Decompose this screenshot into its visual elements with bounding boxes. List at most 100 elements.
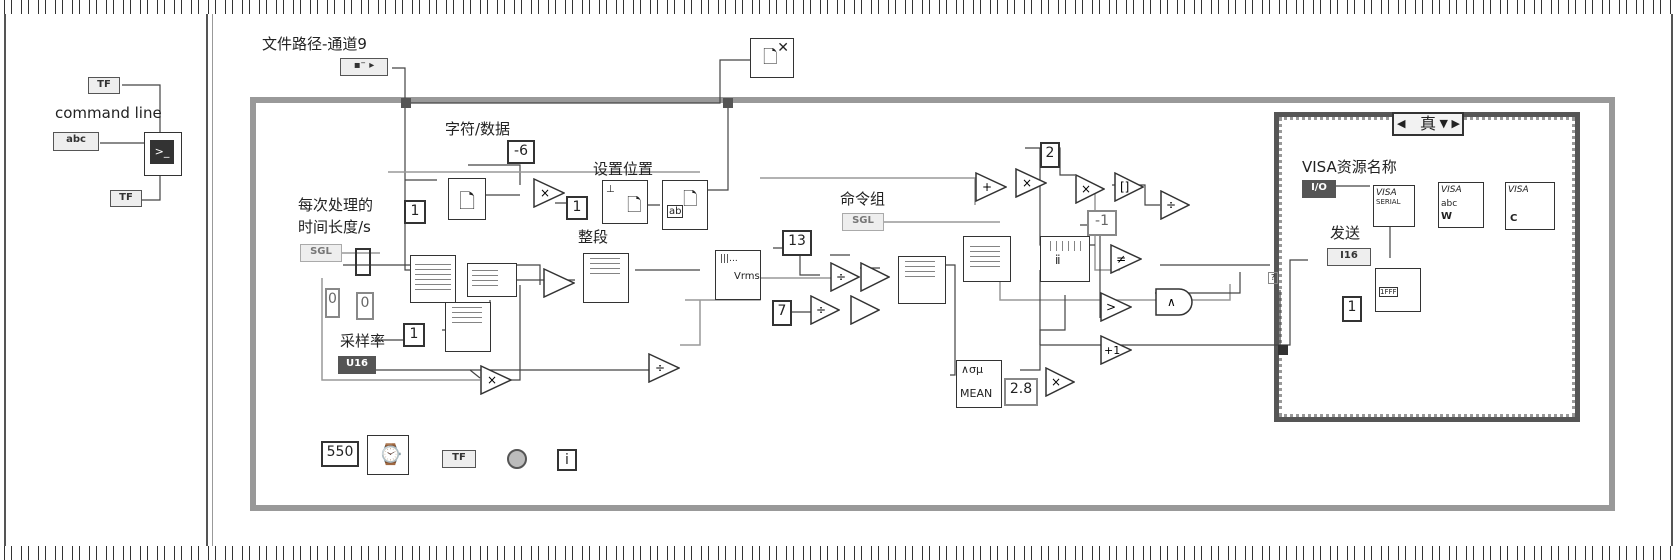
- case-next-icon[interactable]: ▶: [1451, 117, 1460, 130]
- const-550[interactable]: 550: [321, 441, 359, 467]
- visa-write-node[interactable]: VISA abc W: [1438, 182, 1484, 228]
- set-file-position-node[interactable]: ⊥ 🗋: [602, 180, 648, 224]
- const-13[interactable]: 13: [782, 230, 812, 256]
- const-0a[interactable]: 0: [325, 288, 340, 318]
- const-1d[interactable]: 1: [1342, 296, 1362, 322]
- const-neg6[interactable]: -6: [507, 140, 535, 164]
- sgl-terminal-1[interactable]: SGL: [300, 244, 342, 262]
- search-array-node[interactable]: ⅱ: [1040, 236, 1090, 282]
- mean-node[interactable]: ∧σμ MEAN: [956, 360, 1002, 408]
- top-border-strip: [0, 0, 1677, 14]
- multiply-node-5[interactable]: ×: [1075, 173, 1106, 208]
- const-2[interactable]: 2: [1040, 142, 1060, 168]
- i16-terminal[interactable]: I16: [1327, 248, 1371, 266]
- vrms-node[interactable]: |||... Vrms: [715, 250, 761, 300]
- frame-left: [4, 14, 6, 546]
- close-file-node[interactable]: 🗋 ✕: [750, 38, 794, 78]
- u16-terminal[interactable]: U16: [338, 356, 376, 374]
- and-node[interactable]: ∧: [1155, 288, 1195, 320]
- frame-right: [1671, 14, 1673, 546]
- multiply-node-4[interactable]: ×: [1015, 167, 1048, 202]
- system-exec-node[interactable]: >_: [144, 132, 182, 176]
- increment-node[interactable]: +1: [1100, 334, 1133, 369]
- array-reshape-node[interactable]: [410, 255, 456, 303]
- loop-iteration-terminal: i: [557, 449, 577, 471]
- const-neg1[interactable]: -1: [1087, 210, 1117, 236]
- visa-serial-node[interactable]: VISA SERIAL: [1373, 185, 1415, 227]
- array-build-node[interactable]: [963, 236, 1011, 282]
- char-data-label: 字符/数据: [445, 120, 511, 138]
- build-array-node[interactable]: 1FFF: [1375, 268, 1421, 312]
- divide-node-1[interactable]: ÷: [648, 352, 681, 387]
- multiply-node-2[interactable]: ×: [480, 364, 513, 399]
- multiply-node-3[interactable]: ×: [1045, 366, 1076, 401]
- tunnel-left: [401, 98, 411, 108]
- case-prev-icon[interactable]: ◀: [1397, 117, 1406, 130]
- numeric-indicator: [355, 248, 371, 276]
- new-file-node[interactable]: 🗋: [448, 178, 486, 220]
- while-loop[interactable]: [250, 97, 1615, 511]
- svg-text:∧: ∧: [1167, 295, 1176, 309]
- sample-rate-label: 采样率: [340, 332, 386, 350]
- file-path-terminal[interactable]: ▪⁻ ▸: [340, 58, 388, 76]
- multiply-node-1[interactable]: ×: [533, 177, 566, 212]
- round-node-1[interactable]: [860, 261, 891, 296]
- case-selector[interactable]: ◀ 真 ▼ ▶: [1392, 112, 1464, 136]
- index-array-node-2[interactable]: [445, 302, 491, 352]
- const-1c[interactable]: 1: [403, 323, 425, 347]
- const-1a[interactable]: 1: [404, 200, 426, 224]
- const-1b[interactable]: 1: [566, 196, 588, 220]
- add-node-1[interactable]: +: [975, 171, 1008, 206]
- bool-terminal-top[interactable]: TF: [88, 77, 120, 94]
- const-7[interactable]: 7: [772, 300, 792, 326]
- not-equal-node[interactable]: ≠: [1110, 243, 1143, 278]
- stop-condition-icon[interactable]: [507, 449, 527, 469]
- set-position-label: 设置位置: [593, 160, 654, 178]
- round-node-3[interactable]: []: [1114, 171, 1145, 206]
- svg-text:×: ×: [487, 373, 497, 387]
- array-subset-node-2[interactable]: [898, 256, 946, 304]
- file-close-icon: 🗋: [763, 47, 778, 68]
- send-label: 发送: [1330, 224, 1361, 242]
- bottom-border-strip: [0, 546, 1677, 560]
- svg-text:>: >: [1106, 300, 1116, 314]
- case-dropdown-icon[interactable]: ▼: [1439, 117, 1448, 130]
- case-selector-value: 真: [1419, 114, 1436, 133]
- svg-text:[]: []: [1120, 180, 1129, 194]
- wait-node[interactable]: ⌚: [367, 435, 409, 475]
- svg-text:≠: ≠: [1116, 252, 1126, 266]
- svg-text:×: ×: [540, 186, 550, 200]
- compare-node-1[interactable]: [543, 267, 576, 302]
- file-path-label: 文件路径-通道9: [262, 35, 367, 53]
- round-node-2[interactable]: [850, 294, 881, 329]
- stop-terminal[interactable]: TF: [442, 450, 476, 468]
- command-line-label: command line: [55, 104, 162, 122]
- case-tunnel: [1278, 345, 1288, 355]
- svg-text:÷: ÷: [816, 303, 826, 317]
- array-subset-node[interactable]: [467, 263, 517, 297]
- const-2-8[interactable]: 2.8: [1004, 378, 1038, 406]
- visa-close-node[interactable]: VISA C: [1505, 182, 1555, 230]
- terminal-icon: >_: [150, 140, 174, 164]
- divide-node-4[interactable]: ÷: [1160, 189, 1191, 224]
- const-0b[interactable]: 0: [356, 292, 374, 320]
- index-array-node[interactable]: [583, 253, 629, 303]
- greater-node[interactable]: >: [1100, 291, 1133, 326]
- clock-icon: ⌚: [378, 442, 403, 466]
- string-terminal-abc[interactable]: abc: [53, 132, 99, 151]
- frame-divider: [206, 14, 208, 546]
- sgl-terminal-2[interactable]: SGL: [842, 213, 884, 231]
- selector-tunnel: ?: [1268, 272, 1278, 284]
- svg-text:+: +: [982, 180, 992, 194]
- io-terminal[interactable]: I/O: [1302, 180, 1336, 198]
- per-process-label-1: 每次处理的: [298, 196, 374, 214]
- command-group-label: 命令组: [840, 190, 886, 208]
- svg-text:÷: ÷: [836, 270, 846, 284]
- bool-terminal-bottom[interactable]: TF: [110, 190, 142, 207]
- divide-node-3[interactable]: ÷: [810, 294, 841, 329]
- frame-divider-inner: [212, 14, 213, 546]
- read-binary-node[interactable]: ab 🗋: [662, 180, 708, 230]
- svg-text:×: ×: [1051, 375, 1061, 389]
- whole-segment-label: 整段: [578, 228, 609, 246]
- divide-node-2[interactable]: ÷: [830, 261, 861, 296]
